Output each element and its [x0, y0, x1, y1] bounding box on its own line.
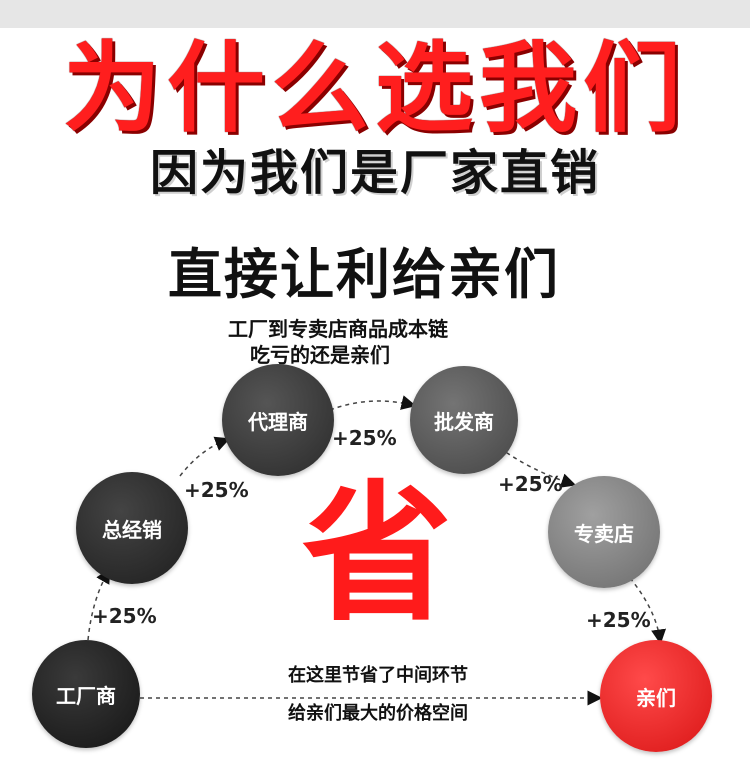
node-store: 专卖店	[548, 476, 660, 588]
node-general-distributor: 总经销	[76, 472, 188, 584]
markup-general-agent: +25%	[184, 478, 249, 502]
cost-chain-note: 工厂到专卖店商品成本链 吃亏的还是亲们	[228, 316, 548, 368]
tagline: 直接让利给亲们	[168, 243, 560, 306]
node-store-label: 专卖店	[574, 521, 634, 546]
top-bar-divider	[0, 28, 750, 32]
bottom-note-line-1: 在这里节省了中间环节	[288, 665, 468, 686]
node-factory-label: 工厂商	[56, 683, 116, 708]
markup-wholesale-store: +25%	[498, 472, 563, 496]
node-agent-label: 代理商	[248, 409, 308, 434]
node-customer: 亲们	[600, 640, 712, 752]
node-agent: 代理商	[222, 364, 334, 476]
top-bar	[0, 0, 750, 28]
node-wholesale-label: 批发商	[434, 409, 494, 434]
arrow-general-to-agent	[179, 436, 231, 477]
headline: 为什么选我们	[62, 32, 687, 146]
arrow-wholesale-to-store	[499, 447, 577, 488]
markup-agent-wholesale: +25%	[332, 426, 397, 450]
node-general-label: 总经销	[102, 517, 162, 542]
arrow-agent-to-wholesale	[329, 395, 417, 411]
note-line-2: 吃亏的还是亲们	[250, 343, 390, 367]
save-character: 省	[301, 468, 452, 642]
note-line-1: 工厂到专卖店商品成本链	[228, 317, 448, 341]
markup-store-customer: +25%	[586, 608, 651, 632]
bottom-note-line-2: 给亲们最大的价格空间	[288, 703, 468, 724]
markup-factory-general: +25%	[92, 604, 157, 628]
node-customer-label: 亲们	[636, 685, 676, 710]
node-factory: 工厂商	[32, 640, 140, 748]
node-wholesaler: 批发商	[410, 366, 518, 474]
subheadline: 因为我们是厂家直销	[149, 145, 600, 201]
